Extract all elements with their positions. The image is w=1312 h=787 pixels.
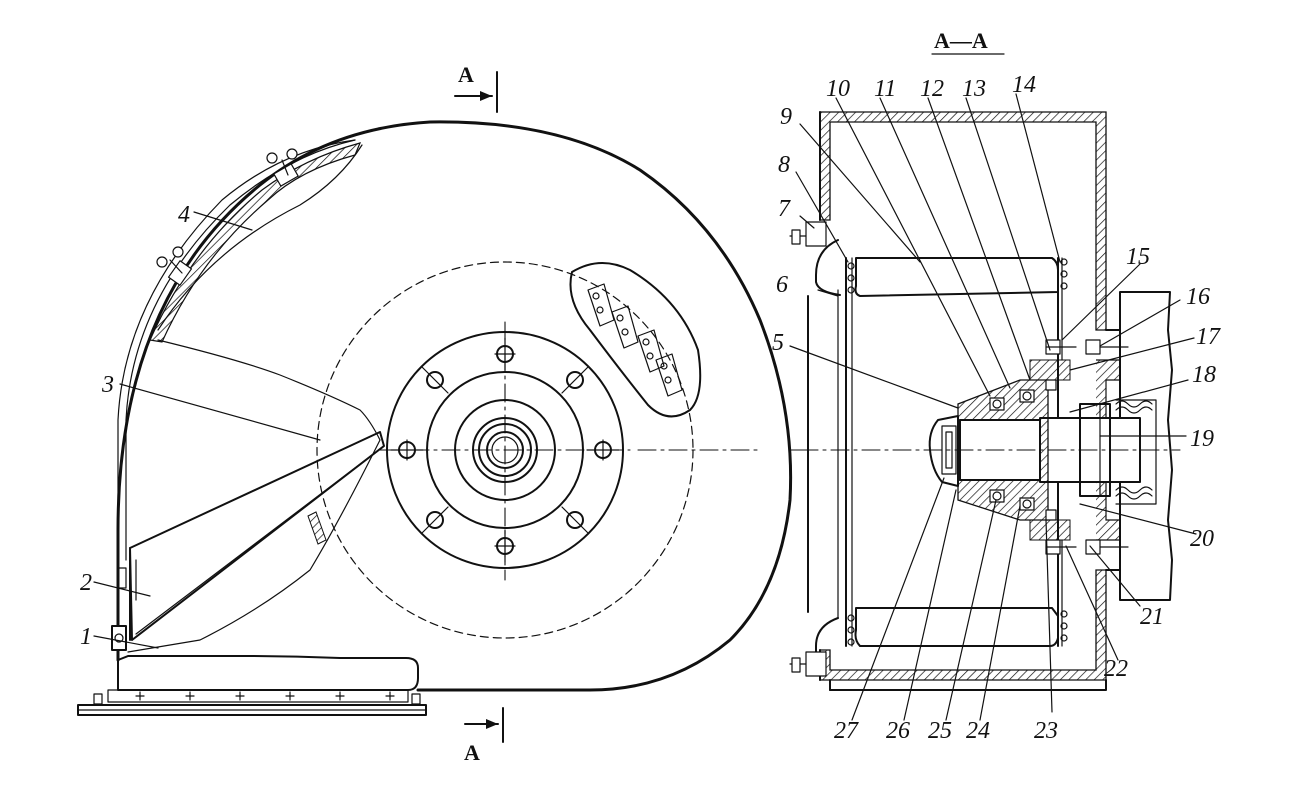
wing-nut-left — [156, 246, 193, 286]
label-22: 22 — [1104, 656, 1128, 682]
label-20: 20 — [1190, 526, 1214, 552]
label-4: 4 — [178, 202, 190, 228]
label-25: 25 — [928, 718, 952, 744]
section-title: A—A — [934, 28, 988, 53]
label-24: 24 — [966, 718, 990, 744]
label-13: 13 — [962, 76, 986, 102]
motor-housing — [1119, 291, 1173, 601]
front-view: A A 1 2 3 4 — [77, 62, 801, 765]
label-27: 27 — [834, 718, 859, 744]
section-mark-top: A — [458, 62, 474, 87]
label-9: 9 — [780, 104, 792, 130]
section-arrow-bottom: A — [464, 707, 504, 765]
label-5: 5 — [772, 330, 784, 356]
volute-casing — [116, 120, 793, 692]
label-17: 17 — [1196, 324, 1221, 350]
section-mark-bottom: A — [464, 740, 480, 765]
label-26: 26 — [886, 718, 910, 744]
label-7: 7 — [778, 196, 791, 222]
label-8: 8 — [778, 152, 790, 178]
label-18: 18 — [1192, 362, 1216, 388]
label-3: 3 — [101, 372, 114, 398]
section-view: A—A — [772, 28, 1221, 744]
label-15: 15 — [1126, 244, 1150, 270]
label-19: 19 — [1190, 426, 1214, 452]
label-23: 23 — [1034, 718, 1058, 744]
wing-nut-top — [266, 148, 299, 187]
label-11: 11 — [874, 76, 896, 102]
label-2: 2 — [80, 570, 92, 596]
label-12: 12 — [920, 76, 944, 102]
label-1: 1 — [80, 624, 92, 650]
label-21: 21 — [1140, 604, 1164, 630]
label-6: 6 — [776, 272, 788, 298]
label-16: 16 — [1186, 284, 1210, 310]
label-10: 10 — [826, 76, 850, 102]
base-plate — [77, 689, 427, 716]
section-arrow-top: A — [454, 62, 498, 113]
label-14: 14 — [1012, 72, 1036, 98]
blade-window — [569, 262, 702, 418]
